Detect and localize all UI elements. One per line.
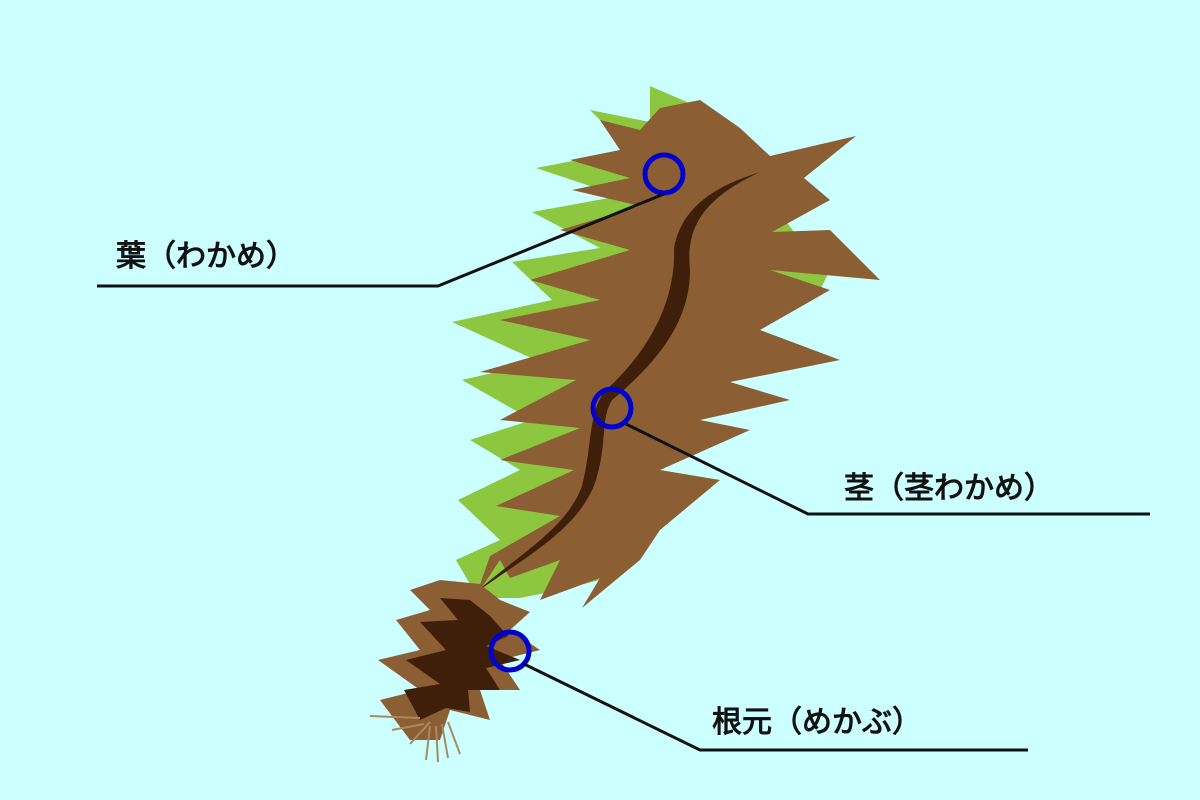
leader-line-root — [523, 662, 1028, 752]
stem-midrib — [474, 172, 760, 594]
leaf-blade — [476, 100, 880, 608]
marker-leaf — [642, 152, 686, 196]
label-stem: 茎（茎わかめ） — [844, 471, 1054, 506]
label-root: 根元（めかぶ） — [712, 705, 922, 740]
leader-line-leaf — [97, 192, 665, 288]
root-mekabu-inner — [404, 598, 520, 720]
root-fibers — [369, 715, 461, 763]
marker-stem — [590, 386, 634, 430]
label-leaf: 葉（わかめ） — [116, 239, 296, 274]
marker-root — [488, 629, 532, 673]
leader-line-stem — [625, 422, 1150, 516]
